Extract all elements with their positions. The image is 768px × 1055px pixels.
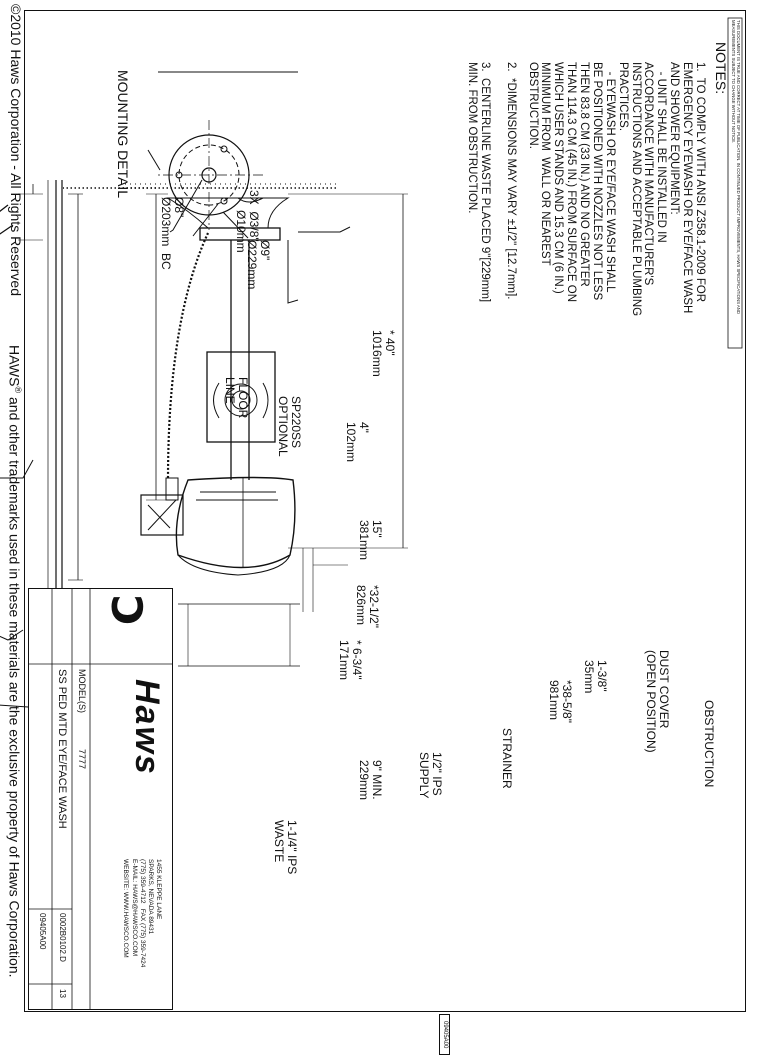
stamp: 09405A00 [439, 1014, 450, 1055]
note-3: 3. CENTERLINE WASTE PLACED 9"[229mm] MIN… [466, 62, 491, 303]
dim-cover: 1-3/8" 35mm [581, 660, 609, 694]
front-view-drawing [123, 183, 408, 667]
dim-min: 9" MIN. 229mm [356, 760, 384, 801]
sp220-label: SP220SS OPTIONAL [275, 396, 303, 457]
trademark-notice: HAWS® and other trademarks used in these… [6, 345, 23, 978]
dim-depth: *32-1/2" 826mm [353, 585, 381, 628]
dim-total: *38-5/8" 981mm [546, 680, 574, 723]
side-view-drawing [0, 180, 156, 1010]
drawing-sheet: THIS DOCUMENT IS TRUE AND CORRECT AT TIM… [0, 4, 746, 1055]
copyright: ©2010 Haws Corporation - All Rights Rese… [8, 4, 24, 297]
dim-bowl: 15" 381mm [356, 520, 384, 561]
dim-height: * 40" 1016mm [369, 330, 397, 377]
top-disclaimer: THIS DOCUMENT IS TRUE AND CORRECT AT TIM… [731, 20, 741, 314]
mounting-dia-center: Ø8" Ø203mm BC [158, 197, 186, 270]
floor-line-label: FLOOR LINE [222, 377, 250, 419]
mounting-detail-drawing [147, 71, 298, 239]
mounting-title: MOUNTING DETAIL [115, 70, 131, 199]
dust-cover-label: DUST COVER (OPEN POSITION) [643, 650, 671, 753]
notes-heading: NOTES: [713, 42, 729, 95]
mounting-holes: 3X Ø3/8" Ø10mm [233, 190, 261, 253]
supply-label: 1/2" IPS SUPPLY [416, 752, 444, 799]
note-2: 2. *DIMENSIONS MAY VARY ±1/2" [12.7mm]. [505, 62, 517, 300]
dim-waste: * 6-3/4" 171mm [336, 640, 364, 681]
strainer-label: STRAINER [500, 728, 514, 789]
note-1: 1. TO COMPLY WITH ANSI Z358.1-2009 FOR E… [526, 62, 706, 317]
obstruction-label: OBSTRUCTION [702, 700, 716, 788]
waste-label: 1-1/4" IPS WASTE [271, 820, 299, 875]
dim-bowl-top: 4" 102mm [343, 422, 371, 463]
